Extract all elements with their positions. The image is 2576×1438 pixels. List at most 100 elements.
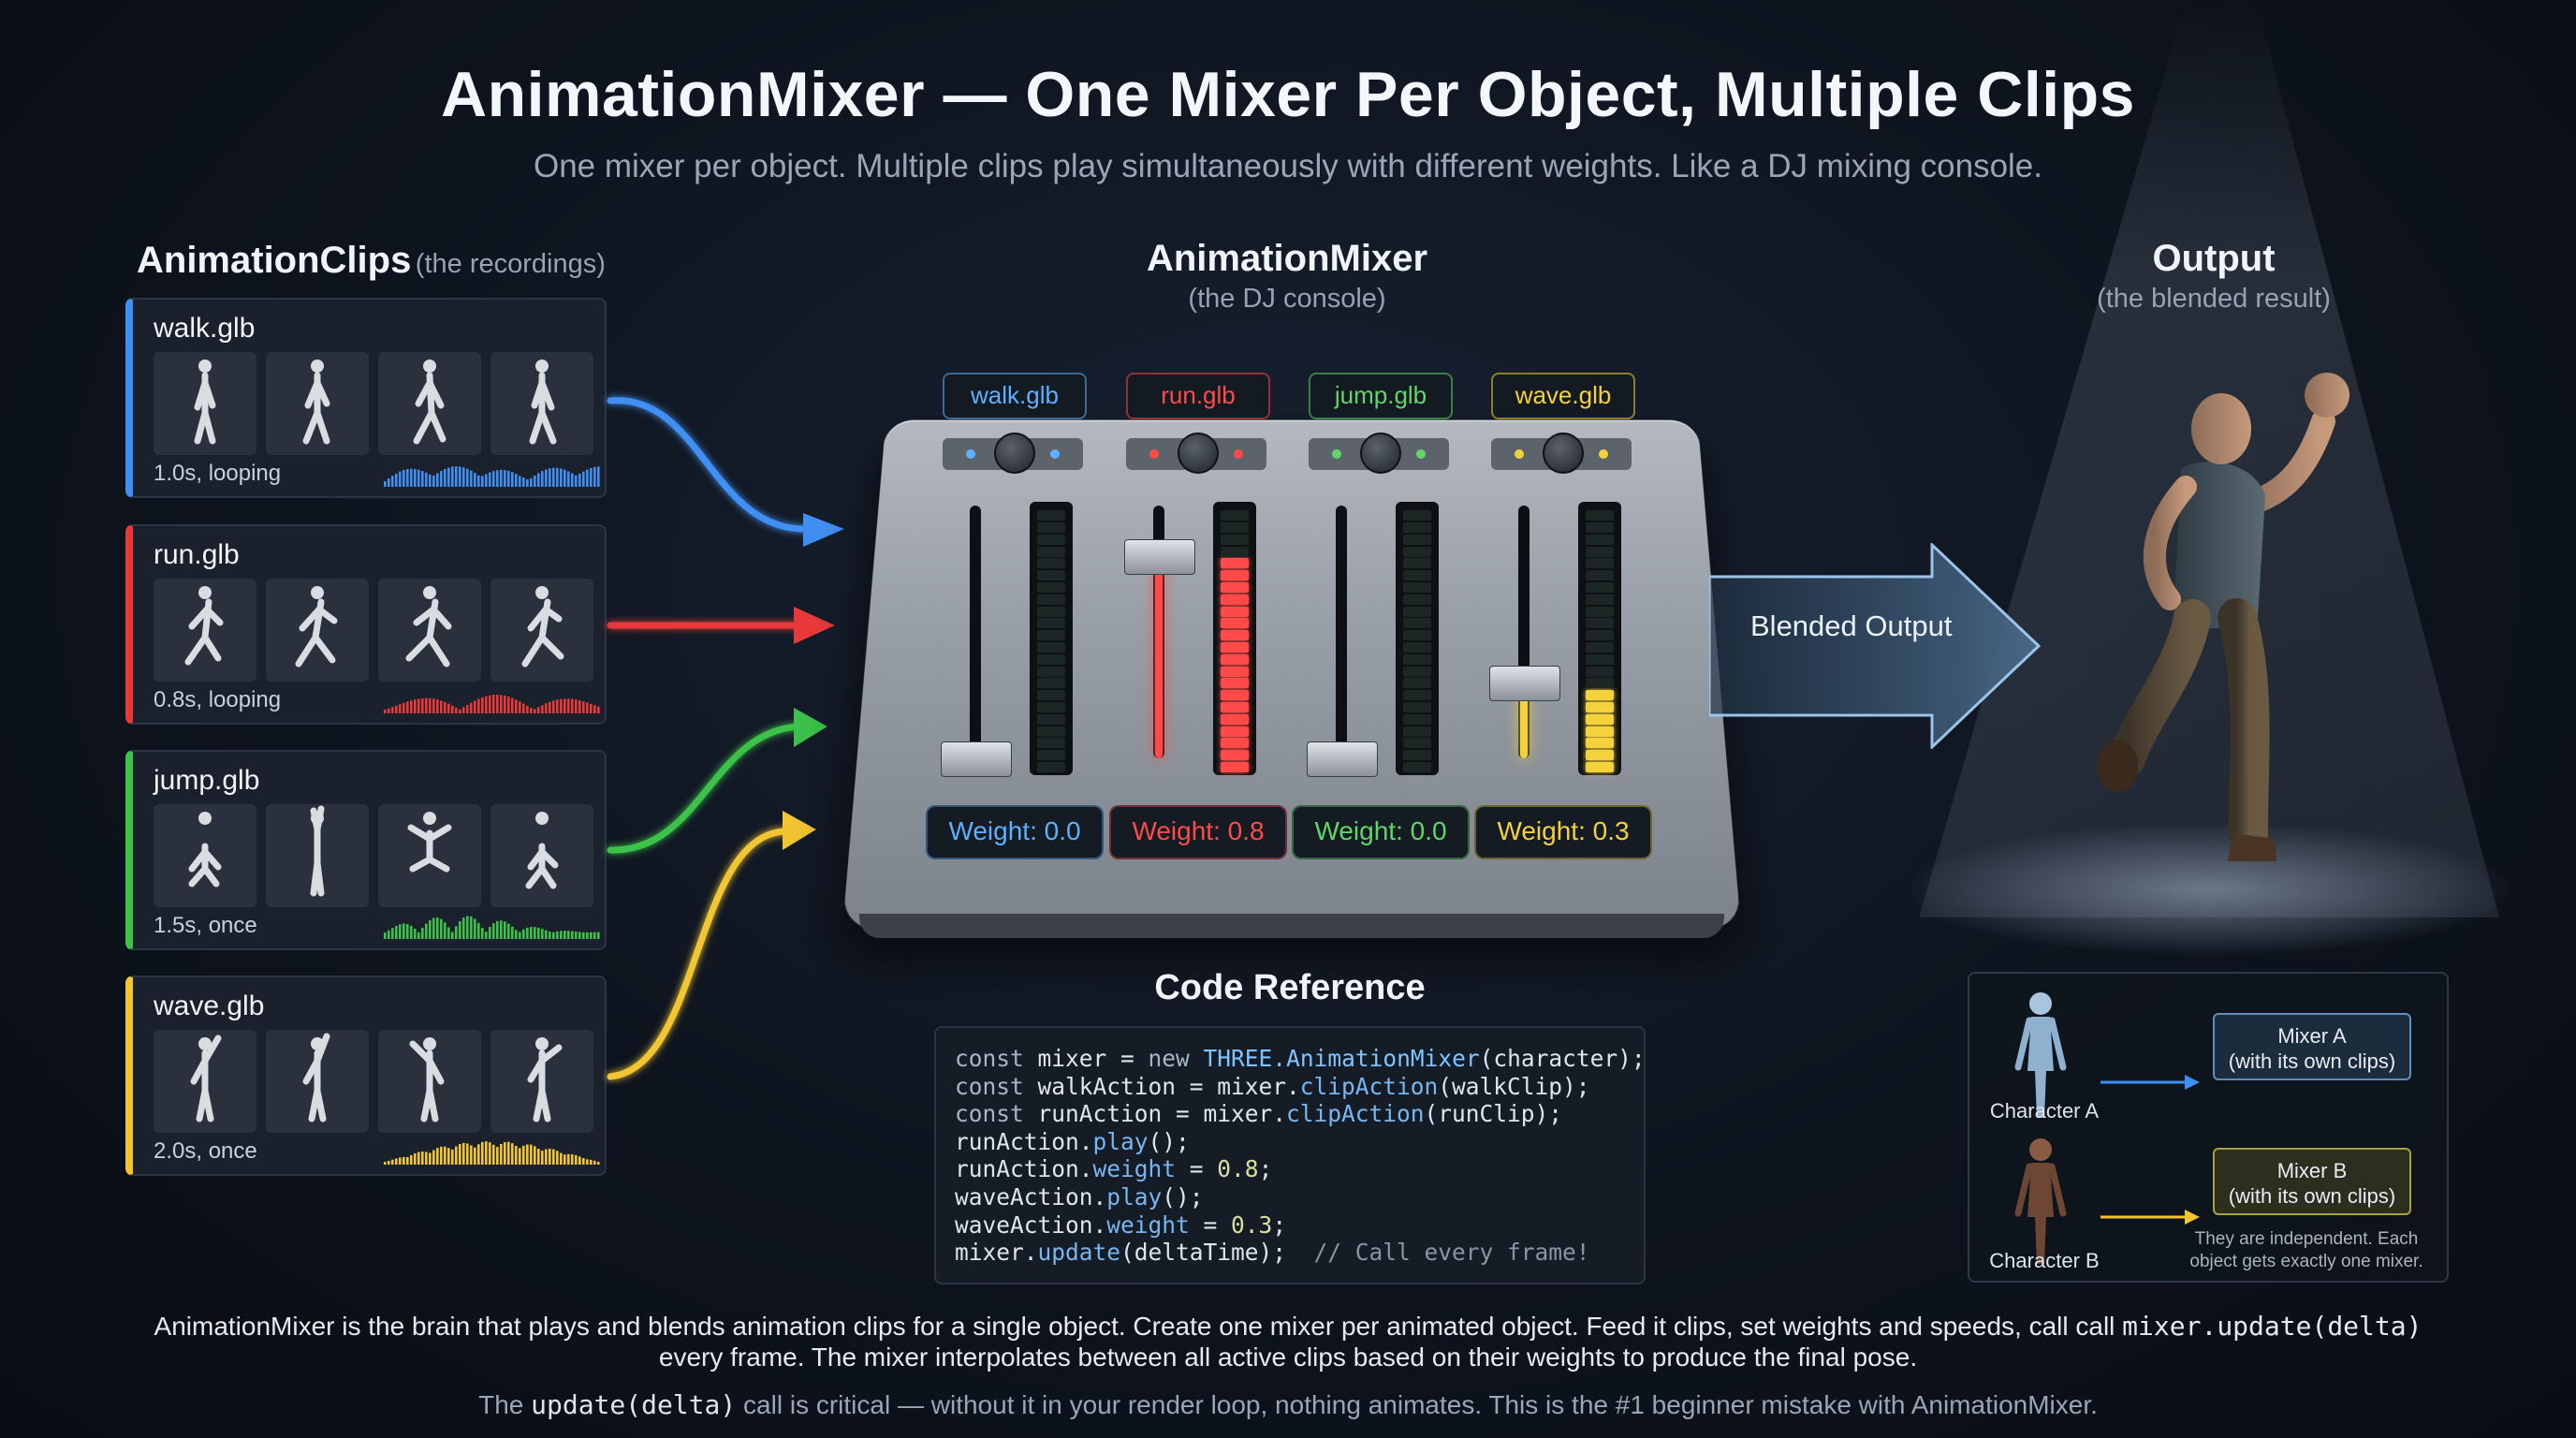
code-heading: Code Reference (1103, 968, 1477, 1008)
waveform-bar (477, 699, 480, 713)
waveform-bar (530, 478, 533, 487)
level-meter (1030, 502, 1073, 775)
waveform-bar (417, 932, 420, 939)
fader-handle[interactable] (1307, 741, 1378, 777)
waveform-bar (447, 704, 450, 713)
waveform-bar (504, 470, 506, 487)
meter-segment (1403, 762, 1431, 772)
waveform-bar (384, 710, 387, 713)
waveform-bar (567, 698, 570, 713)
waveform-bar (578, 700, 581, 713)
waveform-bar (504, 921, 506, 939)
waveform-bar (474, 473, 476, 487)
meter-segment (1586, 522, 1614, 533)
waveform-bar (395, 926, 398, 939)
code-token: THREE. (1190, 1045, 1286, 1072)
waveform-bar (590, 468, 593, 487)
waveform-bar (414, 699, 417, 713)
meter-segment (1221, 522, 1249, 533)
waveform-bar (477, 1144, 480, 1165)
fader-handle[interactable] (1489, 666, 1560, 701)
weight-readout: Weight: 0.0 (926, 805, 1104, 859)
waveform-bar (402, 923, 405, 939)
waveform-bar (537, 1149, 540, 1165)
code-token: = (1190, 1211, 1231, 1239)
indicator-led (1149, 449, 1159, 459)
independence-note-line1: They are independent. Each (2166, 1228, 2447, 1251)
code-token: weight (1093, 1155, 1177, 1182)
waveform-bar (436, 917, 439, 939)
waveform-bar (590, 704, 593, 713)
channel-label: run.glb (1126, 373, 1270, 419)
clip-keyframe-thumbnail (490, 804, 593, 907)
waveform-bar (455, 466, 458, 487)
code-token: mixer. (955, 1239, 1038, 1266)
gain-knob[interactable] (994, 433, 1035, 474)
meter-segment (1586, 726, 1614, 737)
gain-knob[interactable] (1360, 433, 1401, 474)
waveform-bar (530, 927, 533, 939)
waveform-bar (500, 920, 503, 939)
meter-segment (1403, 714, 1431, 725)
waveform-bar (459, 710, 461, 713)
waveform-bar (507, 697, 510, 713)
meter-segment (1037, 594, 1065, 605)
meter-segment (1221, 762, 1249, 772)
waveform-bar (489, 696, 491, 713)
clip-keyframe-thumbnail (490, 352, 593, 455)
waveform-bar (593, 1161, 596, 1165)
waveform-bar (459, 466, 461, 487)
level-meter (1213, 502, 1256, 775)
waveform-bar (578, 932, 581, 939)
jump-arrowhead (794, 708, 827, 747)
waveform-bar (384, 481, 387, 487)
waveform-bar (425, 1152, 428, 1165)
code-token: weight (1106, 1211, 1190, 1239)
output-heading-sub: (the blended result) (2027, 284, 2401, 315)
fader-handle[interactable] (941, 741, 1012, 777)
waveform-bar (421, 698, 424, 713)
waveform-bar (447, 467, 450, 487)
fader-handle[interactable] (1124, 539, 1195, 575)
waveform-bar (444, 922, 446, 939)
waveform-bar (560, 699, 563, 713)
meter-segment (1586, 547, 1614, 557)
waveform-bar (552, 932, 555, 939)
gain-knob[interactable] (1178, 433, 1219, 474)
meter-segment (1586, 690, 1614, 700)
fader-track (1336, 506, 1347, 758)
waveform-bar (410, 1155, 413, 1165)
waveform-bar (447, 1148, 450, 1165)
waveform-bar (496, 695, 499, 713)
waveform-bar (526, 928, 529, 939)
waveform-bar (507, 471, 510, 487)
waveform-bar (489, 927, 491, 939)
code-token: 0.8 (1217, 1155, 1258, 1182)
weight-readout: Weight: 0.3 (1474, 805, 1652, 859)
code-token: (deltaTime); (1120, 1239, 1314, 1266)
clip-card: walk.glb1.0s, looping (125, 298, 607, 498)
waveform-bar (519, 932, 521, 939)
waveform-bar (575, 1155, 578, 1165)
waveform-bar (391, 476, 394, 487)
clip-meta: 1.5s, once (154, 913, 257, 939)
waveform-bar (425, 698, 428, 713)
meter-segment (1586, 654, 1614, 665)
clip-name: run.glb (154, 539, 240, 571)
meter-segment (1221, 642, 1249, 653)
meter-segment (1221, 678, 1249, 688)
clip-waveform (384, 1138, 601, 1165)
clip-card: jump.glb1.5s, once (125, 750, 607, 950)
code-token: play (1093, 1128, 1149, 1155)
meter-segment (1403, 702, 1431, 712)
waveform-bar (462, 707, 465, 713)
meter-segment (1403, 750, 1431, 760)
waveform-bar (474, 701, 476, 713)
code-token: runAction. (955, 1128, 1093, 1155)
meter-segment (1403, 738, 1431, 748)
indicator-led (1332, 449, 1341, 459)
waveform-bar (444, 1147, 446, 1165)
waveform-bar (399, 704, 402, 713)
gain-knob[interactable] (1543, 433, 1584, 474)
waveform-bar (586, 1159, 589, 1165)
